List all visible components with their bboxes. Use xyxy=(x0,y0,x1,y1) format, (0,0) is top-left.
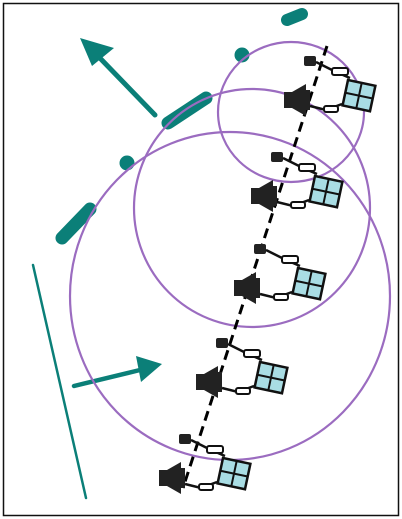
teal-line-left xyxy=(31,263,88,500)
sensor-knob xyxy=(271,152,283,162)
speaker xyxy=(159,462,185,494)
connector xyxy=(331,67,349,76)
connector xyxy=(298,163,316,172)
device-panel xyxy=(253,360,289,395)
connector-lower xyxy=(198,483,214,491)
device xyxy=(196,338,289,398)
device-panel xyxy=(341,78,377,113)
device-panel xyxy=(308,174,344,209)
arrow-lower xyxy=(71,356,162,389)
devices-group xyxy=(159,56,377,494)
device xyxy=(234,244,327,304)
sensor-knob xyxy=(304,56,316,66)
device-panel xyxy=(291,266,327,301)
track-dashed xyxy=(181,45,329,489)
coverage-circle-small xyxy=(216,40,366,184)
connector xyxy=(206,445,224,454)
sensor-knob xyxy=(179,434,191,444)
connector-lower xyxy=(290,201,306,209)
arrow-upper xyxy=(80,38,158,118)
device xyxy=(284,56,377,116)
connector xyxy=(243,349,261,358)
device-panel xyxy=(216,456,252,491)
device xyxy=(251,152,344,212)
speaker xyxy=(251,180,277,212)
speaker xyxy=(196,366,222,398)
connector-lower xyxy=(323,105,339,113)
sensor-knob xyxy=(254,244,266,254)
connector-lower xyxy=(235,387,251,395)
coverage-circle-medium xyxy=(132,87,372,329)
speaker xyxy=(234,272,260,304)
connector-lower xyxy=(273,293,289,301)
sensor-knob xyxy=(216,338,228,348)
device xyxy=(159,434,252,494)
connector xyxy=(281,255,299,264)
speaker xyxy=(284,84,310,116)
